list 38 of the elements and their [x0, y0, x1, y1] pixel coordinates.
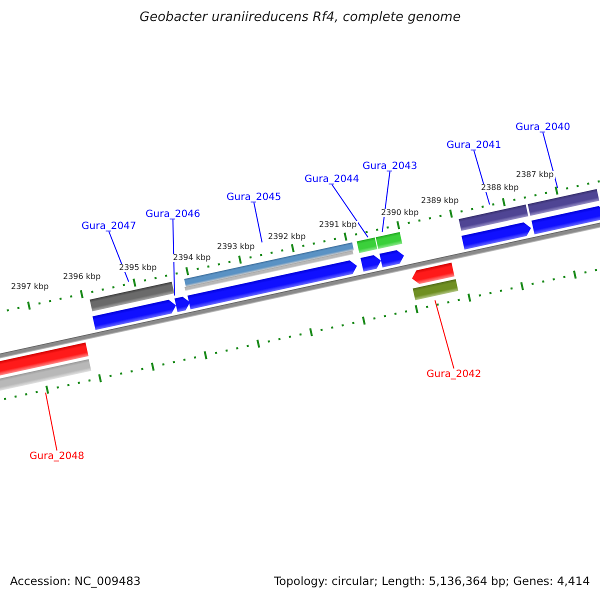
gene-feature: [356, 237, 381, 272]
gene-label: Gura_2042: [426, 368, 482, 380]
scale-label: 2387 kbp: [515, 170, 555, 180]
gene-label: Gura_2041: [446, 140, 502, 150]
leader-line: [473, 150, 490, 205]
gene-feature: [528, 189, 600, 234]
gene-feature: [376, 232, 404, 268]
scale-label: 2396 kbp: [62, 272, 102, 282]
scale-label: 2394 kbp: [172, 254, 212, 262]
gene-feature: [0, 342, 92, 393]
leader-line: [108, 231, 130, 282]
scale-label: 2393 kbp: [216, 242, 256, 252]
gene-label: Gura_2046: [146, 208, 200, 220]
gene-label: Gura_2045: [226, 192, 282, 202]
scale-label: 2395 kbp: [118, 264, 158, 272]
leader-line: [253, 202, 263, 243]
scale-label: 2392 kbp: [267, 232, 307, 242]
gene-feature: [412, 262, 458, 300]
scale-label: 2397 kbp: [10, 282, 50, 292]
scale-label: 2388 kbp: [480, 184, 520, 192]
accession-label: Accession: NC_009483: [10, 574, 141, 588]
leader-line: [434, 300, 454, 369]
gene-feature: [458, 204, 531, 250]
gene-label: Gura_2040: [516, 122, 570, 132]
title: Geobacter uraniireducens Rf4, complete genome: [140, 11, 461, 26]
leader-line: [542, 132, 558, 189]
gene-label: Gura_2047: [82, 220, 136, 232]
gene-label: Gura_2044: [304, 174, 360, 184]
gene-label: Gura_2048: [30, 450, 84, 462]
leader-line: [331, 184, 368, 238]
leader-line: [382, 171, 390, 232]
scale-label: 2391 kbp: [318, 220, 358, 230]
leader-line: [45, 392, 58, 451]
gene-feature: [90, 282, 176, 330]
genome-stats-label: Topology: circular; Length: 5,136,364 bp; Genes: 4,414: [274, 574, 590, 588]
gene-label: Gura_2043: [362, 160, 418, 172]
scale-label: 2390 kbp: [380, 208, 420, 218]
scale-label: 2389 kbp: [420, 196, 460, 206]
